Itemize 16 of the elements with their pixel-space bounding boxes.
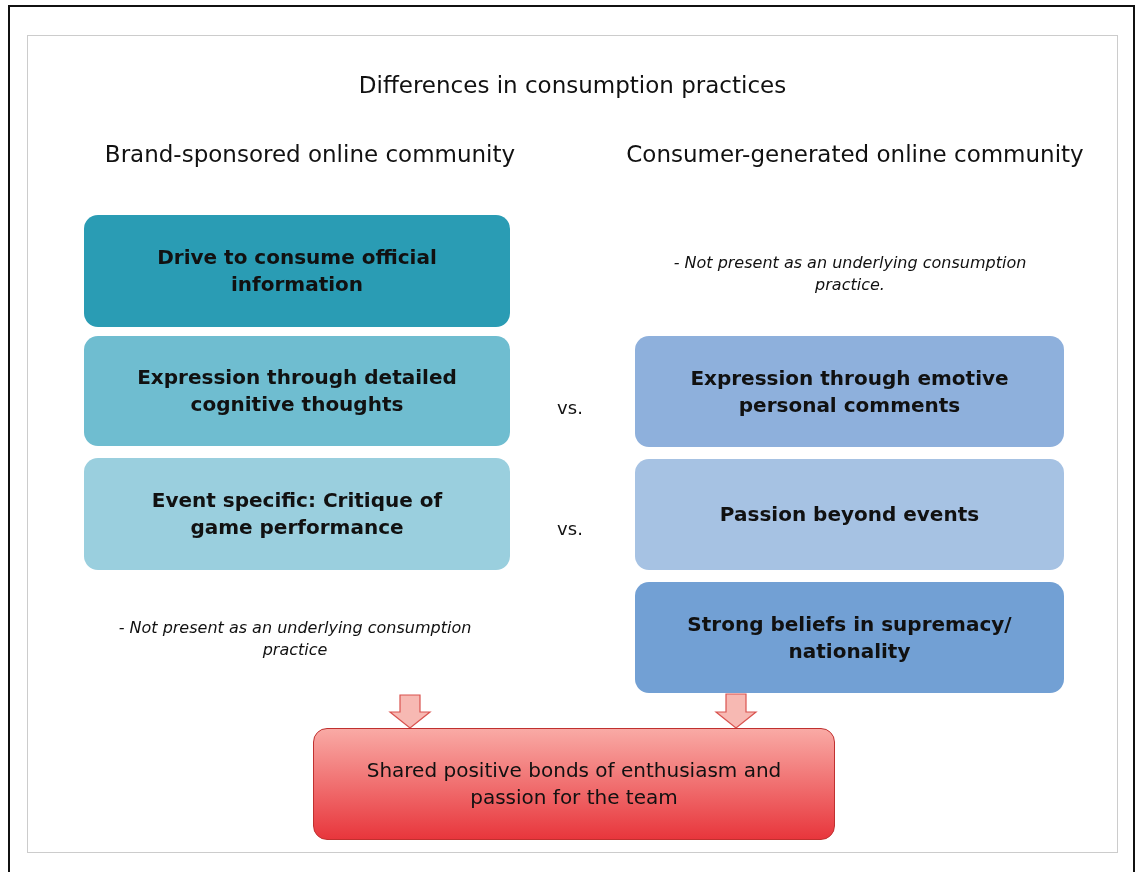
block-arrow	[388, 694, 432, 729]
process-box: Passion beyond events	[635, 459, 1064, 570]
note-text: - Not present as an underlying consumption practice	[117, 617, 473, 662]
process-box: Expression through emotive personal comments	[635, 336, 1064, 447]
versus-text: vs.	[556, 517, 584, 541]
diagram-title: Differences in consumption practices	[357, 72, 788, 98]
process-box: Strong beliefs in supremacy/ nationality	[635, 582, 1064, 693]
process-box: Shared positive bonds of enthusiasm and passion for the team	[313, 728, 835, 840]
process-box: Expression through detailed cognitive thoughts	[84, 336, 510, 446]
process-box: Event specific: Critique of game performance	[84, 458, 510, 570]
process-box: Drive to consume official information	[84, 215, 510, 327]
column-heading: Consumer-generated online community	[625, 140, 1085, 169]
note-text: - Not present as an underlying consumption practice.	[672, 252, 1028, 297]
versus-text: vs.	[556, 396, 584, 420]
column-heading: Brand-sponsored online community	[103, 140, 517, 169]
block-arrow	[714, 693, 758, 729]
